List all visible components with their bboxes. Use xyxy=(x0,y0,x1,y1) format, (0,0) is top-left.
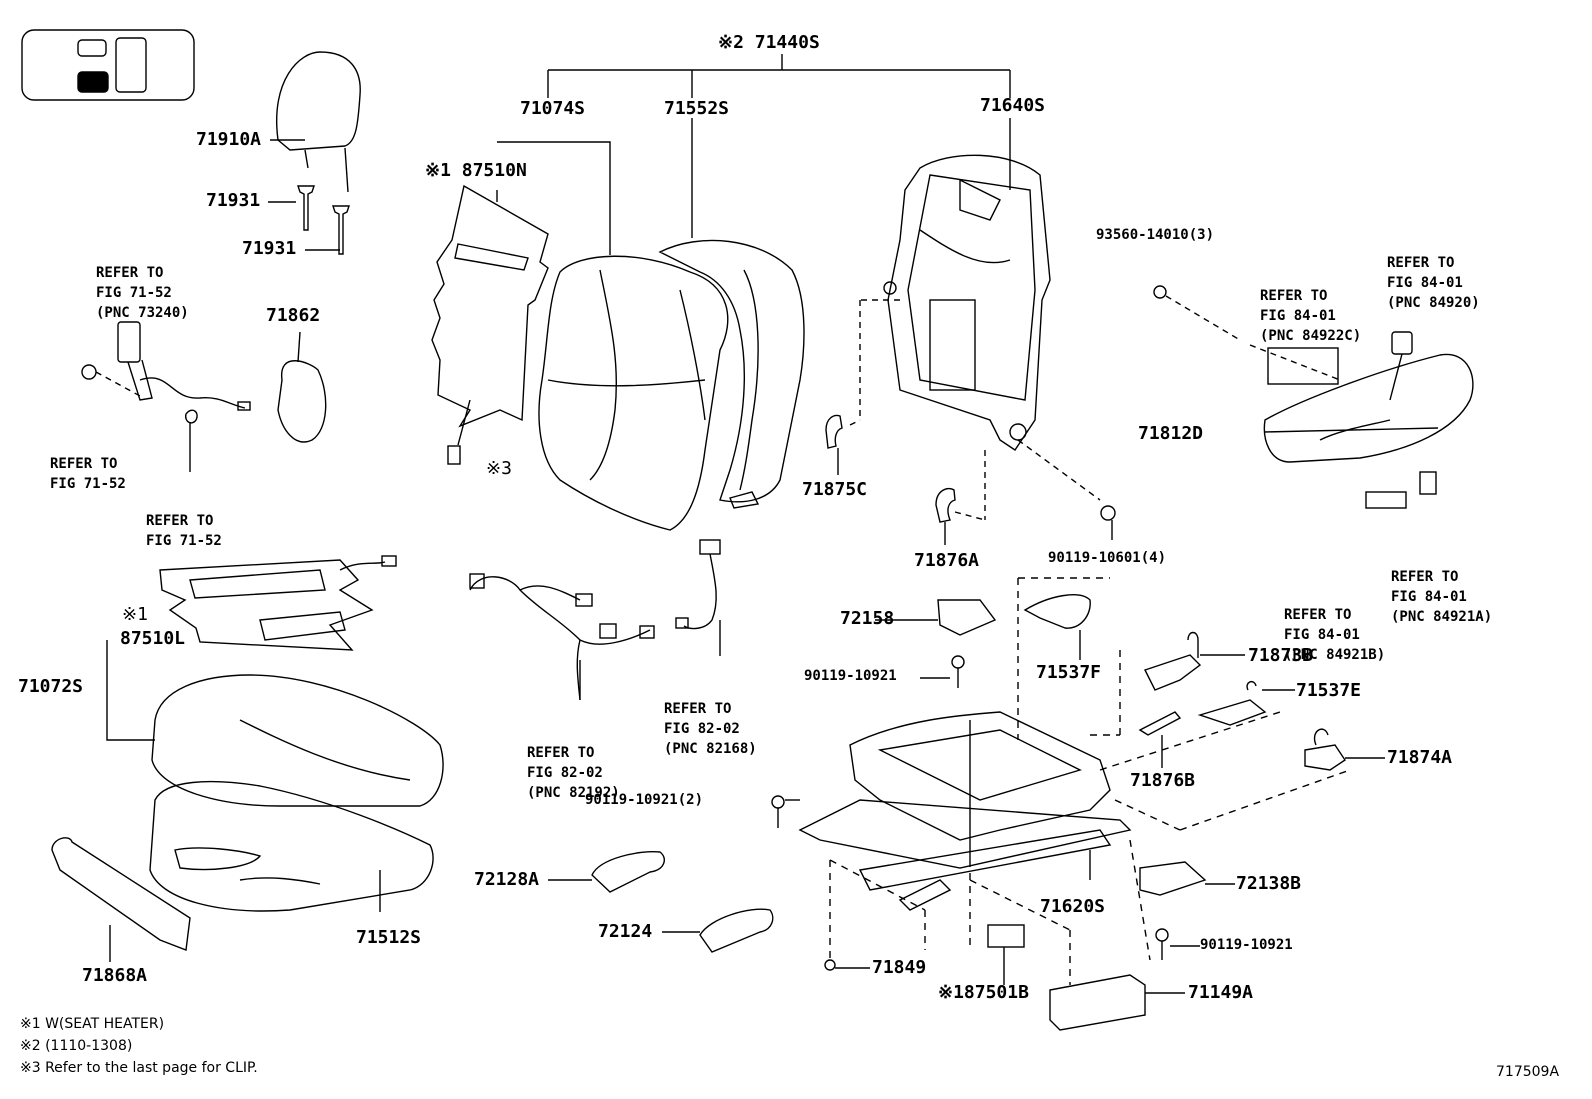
label-71874a: 71874A xyxy=(1387,747,1453,768)
label-71910a: 71910A xyxy=(196,129,262,150)
label-90119-10921-lower: 90119-10921 xyxy=(1200,937,1293,953)
label-71537e: 71537E xyxy=(1296,680,1362,701)
wire-harness-82192-drawing xyxy=(469,573,655,701)
label-72124: 72124 xyxy=(598,921,653,942)
label-71072s: 71072S xyxy=(18,676,84,697)
parts-72128a-72124-drawing xyxy=(548,851,774,953)
dashed-guide-lines xyxy=(829,577,1351,985)
parts-71875c-71876a-drawing xyxy=(825,300,986,545)
part-71862-drawing xyxy=(277,331,327,443)
label-71875c: 71875C xyxy=(802,479,868,500)
footnote-3: ※3 Refer to the last page for CLIP. xyxy=(20,1060,258,1076)
seatback-cover-drawing xyxy=(538,255,729,531)
side-cover-71812d-drawing xyxy=(1153,285,1474,509)
label-71537f: 71537F xyxy=(1036,662,1102,683)
label-93560-14010: 93560-14010(3) xyxy=(1096,227,1215,243)
seat-cushion-pad-drawing xyxy=(149,780,434,912)
label-71149a: 71149A xyxy=(1188,982,1254,1003)
footnote-2: ※2 (1110-1308) xyxy=(20,1038,133,1054)
label-90119-10601: 90119-10601(4) xyxy=(1048,550,1167,566)
label-90119-10921-upper: 90119-10921 xyxy=(804,668,897,684)
label-72138b: 72138B xyxy=(1236,873,1302,894)
label-71074s: 71074S xyxy=(520,98,586,119)
headrest-drawing xyxy=(268,51,361,255)
label-71931-upper: 71931 xyxy=(206,190,261,211)
seat-track-drawing xyxy=(798,711,1132,911)
small-parts-drawing xyxy=(875,594,1385,896)
label-71620s: 71620S xyxy=(1040,896,1106,917)
bracket-71440s xyxy=(497,54,1011,255)
seat-cushion-cover-drawing xyxy=(106,640,444,807)
bolt-set-drawing xyxy=(771,655,1200,971)
seatback-frame-drawing xyxy=(860,154,1051,451)
figure-code: 717509A xyxy=(1496,1064,1560,1080)
label-90119-10921-2: 90119-10921(2) xyxy=(585,792,704,808)
heater-pad-87510l-drawing xyxy=(159,555,397,651)
seat-belt-buckle-drawing xyxy=(81,321,251,472)
label-71640s: 71640S xyxy=(980,95,1046,116)
heater-pad-87510n-drawing xyxy=(431,184,549,465)
label-87510l: 87510L xyxy=(120,628,186,649)
label-71931-lower: 71931 xyxy=(242,238,297,259)
label-72158: 72158 xyxy=(840,608,895,629)
label-87501b: ※187501B xyxy=(938,982,1029,1003)
seatback-pad-drawing xyxy=(658,239,805,509)
label-72128a: 72128A xyxy=(474,869,540,890)
label-note1-marker: ※1 xyxy=(122,604,148,625)
label-71873b: 71873B xyxy=(1248,645,1314,666)
label-71876b: 71876B xyxy=(1130,770,1196,791)
seat-position-indicator xyxy=(21,29,195,101)
parts-87501b-71149a-drawing xyxy=(987,924,1185,1031)
wire-harness-82168-drawing xyxy=(675,539,721,656)
label-note3-marker: ※3 xyxy=(486,458,512,479)
label-71849: 71849 xyxy=(872,957,927,978)
label-71512s: 71512S xyxy=(356,927,422,948)
trim-71868a-drawing xyxy=(51,837,191,962)
footnote-1: ※1 W(SEAT HEATER) xyxy=(20,1016,165,1032)
label-71868a: 71868A xyxy=(82,965,148,986)
label-71876a: 71876A xyxy=(914,550,980,571)
bolt-90119-10601-drawing xyxy=(1017,439,1116,540)
label-71440s: ※2 71440S xyxy=(718,32,820,53)
label-71552s: 71552S xyxy=(664,98,730,119)
label-87510n: ※1 87510N xyxy=(425,160,527,181)
label-71812d: 71812D xyxy=(1138,423,1204,444)
label-71862: 71862 xyxy=(266,305,321,326)
